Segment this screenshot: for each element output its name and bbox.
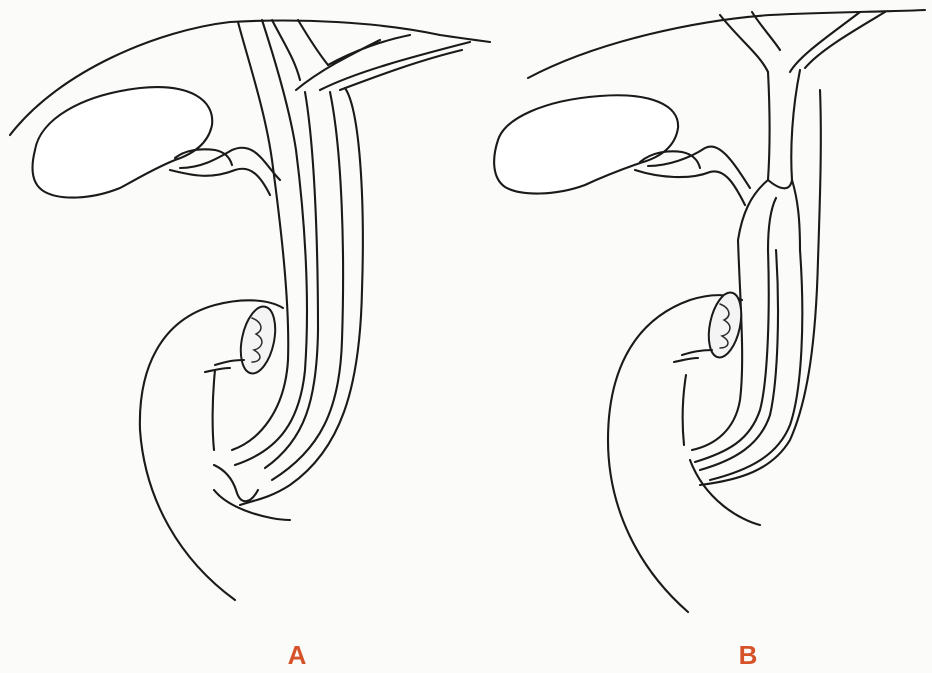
panel-a-bowel-opening <box>205 360 244 372</box>
panel-b-hepatic-ducts <box>720 12 885 72</box>
panel-a-drawing <box>10 20 490 600</box>
panel-a-gallbladder <box>32 87 212 197</box>
panel-b-gallbladder <box>494 95 678 193</box>
panel-a-hepatic-branches <box>296 35 470 90</box>
panel-a-left-hepatic-duct <box>272 20 328 80</box>
panel-a-common-bile-duct <box>232 150 307 465</box>
panel-b-drawing <box>494 10 925 612</box>
panel-label-a: A <box>277 642 317 668</box>
panel-a-duodenum-inner <box>213 370 290 520</box>
panel-a-right-hepatic-duct <box>238 20 296 160</box>
panel-b-duct-bifurcation <box>738 180 800 250</box>
panel-label-b: B <box>728 642 768 668</box>
panel-a-outer-duct <box>240 88 363 505</box>
panel-a-bowel-lumen <box>235 303 280 376</box>
panel-b-liver-edge <box>528 10 925 78</box>
panel-a-accessory-duct <box>265 92 343 480</box>
panel-b-bowel-opening <box>674 350 712 362</box>
panel-b-common-hepatic-duct <box>768 70 800 180</box>
